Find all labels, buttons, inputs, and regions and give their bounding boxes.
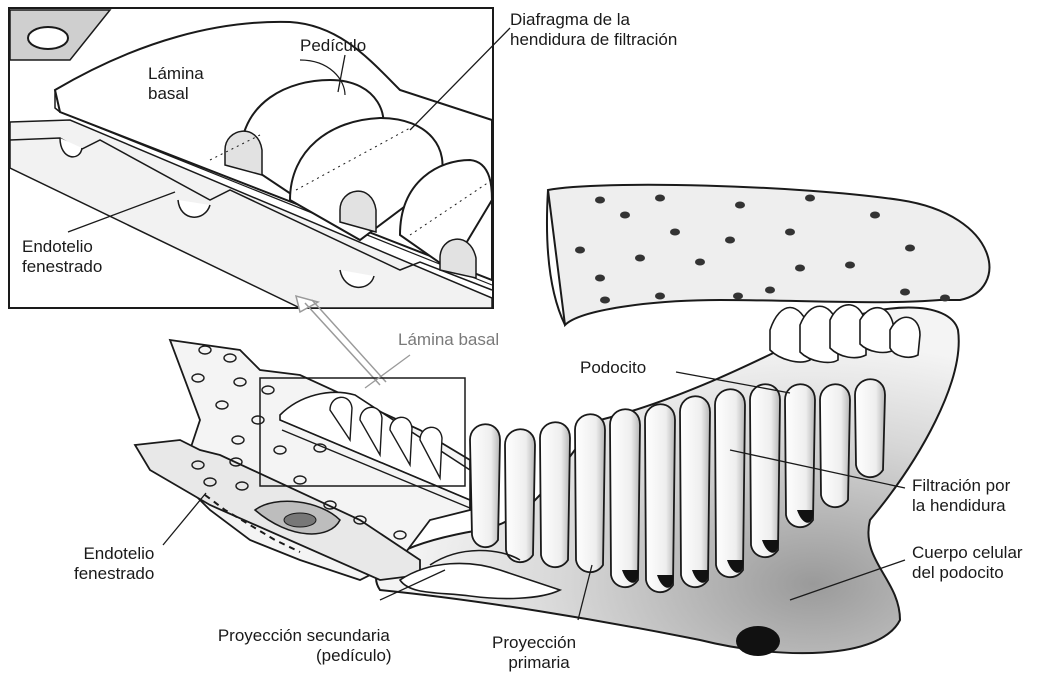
capillary-upper-wall: [547, 185, 989, 325]
label-inset-endotelio: Endotelio fenestrado: [22, 237, 102, 277]
label-main-proyeccion-primaria: Proyección primaria: [492, 633, 576, 673]
label-main-cuerpo-celular: Cuerpo celular del podocito: [912, 543, 1023, 583]
label-main-filtracion: Filtración por la hendidura: [912, 476, 1010, 516]
label-inset-lamina-basal: Lámina basal: [148, 64, 204, 104]
label-inset-pediculo: Pedículo: [300, 36, 366, 56]
label-main-podocito: Podocito: [580, 358, 646, 378]
zoom-arrow: [296, 296, 386, 385]
label-main-proyeccion-secundaria: Proyección secundaria (pedículo): [216, 626, 392, 666]
label-inset-diafragma: Diafragma de la hendidura de filtración: [510, 10, 677, 50]
label-main-endotelio: Endotelio fenestrado: [74, 544, 154, 584]
label-main-lamina-basal: Lámina basal: [398, 330, 499, 350]
podocyte-nucleus-spot: [736, 626, 780, 656]
